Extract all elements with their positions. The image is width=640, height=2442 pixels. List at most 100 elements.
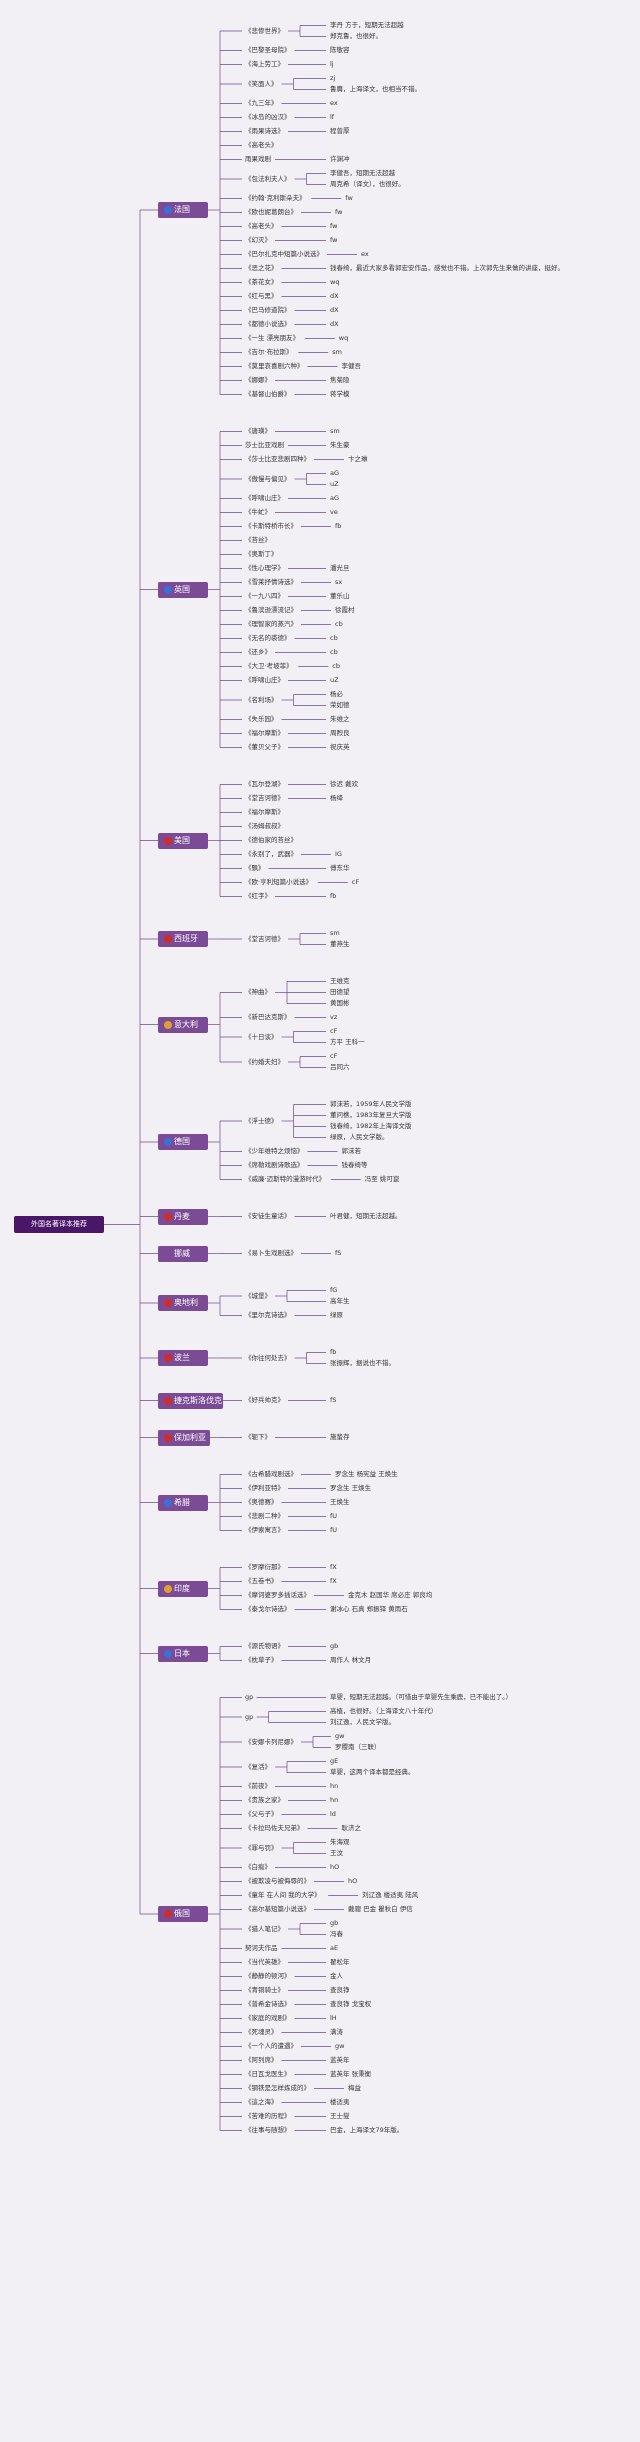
book-title[interactable]: gp xyxy=(245,1693,254,1701)
country-node[interactable]: 希腊 xyxy=(158,1494,208,1511)
book-title[interactable]: 《巴马修道院》 xyxy=(245,306,291,314)
book-title[interactable]: 《复活》 xyxy=(245,1762,271,1771)
book-title[interactable]: 《永别了，武器》 xyxy=(245,850,297,858)
book-title[interactable]: 《贵族之家》 xyxy=(245,1796,284,1804)
book-title[interactable]: 《幻灭》 xyxy=(245,236,271,244)
book-title[interactable]: 《伊索寓言》 xyxy=(245,1526,284,1534)
book-title[interactable]: 《冰岛的凶汉》 xyxy=(245,113,291,121)
book-title[interactable]: 《家庭的戏剧》 xyxy=(245,2014,291,2022)
book-title[interactable]: 《红字》 xyxy=(245,892,271,900)
book-title[interactable]: 《伊利亚特》 xyxy=(245,1484,284,1492)
book-title[interactable]: 莎士比亚戏剧 xyxy=(245,441,284,449)
book-title[interactable]: 《這之海》 xyxy=(245,2098,278,2106)
country-node[interactable]: 捷克斯洛伐克 xyxy=(158,1392,223,1409)
book-title[interactable]: 《福尔摩斯》 xyxy=(245,729,284,737)
book-title[interactable]: 《海上劳工》 xyxy=(245,60,284,68)
country-node[interactable]: 波兰 xyxy=(158,1350,208,1366)
root-node[interactable]: 外国名著译本推荐 xyxy=(14,1216,104,1233)
book-title[interactable]: 《董贝父子》 xyxy=(245,743,284,751)
book-title[interactable]: 《理智家的蒸汽》 xyxy=(245,620,297,628)
book-title[interactable]: 《德伯家的苔丝》 xyxy=(245,836,297,844)
book-title[interactable]: 《包法利夫人》 xyxy=(245,174,291,183)
book-title[interactable]: 《易卜生戏剧选》 xyxy=(245,1249,297,1257)
book-title[interactable]: 《苔丝》 xyxy=(245,536,271,544)
book-title[interactable]: 《泰戈尔诗选》 xyxy=(245,1605,291,1613)
book-title[interactable]: 《高尔基短篇小说选》 xyxy=(245,1905,310,1913)
country-node[interactable]: 挪威 xyxy=(158,1245,208,1262)
country-node[interactable]: 奥地利 xyxy=(158,1295,208,1311)
book-title[interactable]: 《轭下》 xyxy=(245,1433,271,1441)
book-title[interactable]: 《红与黑》 xyxy=(245,292,278,300)
book-title[interactable]: 《罪与罚》 xyxy=(245,1843,278,1852)
book-title[interactable]: 雨果戏剧 xyxy=(245,155,271,163)
book-title[interactable]: 《飘》 xyxy=(245,864,265,872)
book-title[interactable]: 《威廉·迈斯特的漫游时代》 xyxy=(245,1175,326,1183)
book-title[interactable]: 《源氏物语》 xyxy=(245,1642,284,1650)
country-node[interactable]: 印度 xyxy=(158,1580,208,1597)
country-node[interactable]: 美国 xyxy=(158,832,208,849)
book-title[interactable]: 《还乡》 xyxy=(245,648,271,656)
country-node[interactable]: 俄国 xyxy=(158,1906,208,1922)
book-title[interactable]: 《前夜》 xyxy=(245,1782,271,1790)
book-title[interactable]: 《约婚夫妇》 xyxy=(245,1057,284,1066)
book-title[interactable]: 《卡拉玛佐夫兄弟》 xyxy=(245,1824,304,1832)
book-title[interactable]: 《父与子》 xyxy=(245,1810,278,1818)
book-title[interactable]: 《安徒生童话》 xyxy=(245,1212,291,1220)
book-title[interactable]: 《一九八四》 xyxy=(245,592,284,600)
book-title[interactable]: 《名利场》 xyxy=(245,695,278,704)
book-title[interactable]: 《约翰·克利斯朵夫》 xyxy=(245,194,306,202)
book-title[interactable]: 《童年 在人间 我的大学》 xyxy=(245,1891,321,1899)
book-title[interactable]: 《性心理学》 xyxy=(245,564,284,572)
book-title[interactable]: gp xyxy=(245,1712,254,1721)
country-node[interactable]: 西班牙 xyxy=(158,931,208,947)
book-title[interactable]: 《瓦尔登湖》 xyxy=(245,780,284,788)
book-title[interactable]: 《欧也妮葛朗台》 xyxy=(245,208,297,216)
book-title[interactable]: 《巴尔扎克中短篇小说选》 xyxy=(245,250,323,258)
book-title[interactable]: 《笑面人》 xyxy=(245,79,278,88)
country-node[interactable]: 日本 xyxy=(158,1645,208,1662)
book-title[interactable]: 《十日谈》 xyxy=(245,1032,278,1041)
book-title[interactable]: 《无名的裘德》 xyxy=(245,634,291,642)
book-title[interactable]: 《都德小说选》 xyxy=(245,320,291,328)
book-title[interactable]: 《九三年》 xyxy=(245,99,278,107)
book-title[interactable]: 《吉尔·布拉斯》 xyxy=(245,348,293,356)
book-title[interactable]: 《普希金诗选》 xyxy=(245,2000,291,2008)
book-title[interactable]: 《五卷书》 xyxy=(245,1577,278,1585)
book-title[interactable]: 《悲惨世界》 xyxy=(245,26,284,35)
book-title[interactable]: 契诃夫作品 xyxy=(245,1944,278,1952)
book-title[interactable]: 《里尔克诗选》 xyxy=(245,1311,291,1319)
book-title[interactable]: 《堂吉诃德》 xyxy=(245,794,284,802)
book-title[interactable]: 《静静的顿河》 xyxy=(245,1972,291,1980)
book-title[interactable]: 《高老头》 xyxy=(245,222,278,230)
book-title[interactable]: 《莎士比亚悲剧四种》 xyxy=(245,455,310,463)
book-title[interactable]: 《猎人笔记》 xyxy=(245,1924,284,1933)
book-title[interactable]: 《牛虻》 xyxy=(245,508,271,516)
book-title[interactable]: 《城堡》 xyxy=(245,1291,271,1300)
book-title[interactable]: 《鲁滨逊漂流记》 xyxy=(245,606,297,614)
book-title[interactable]: 《苦难的历程》 xyxy=(245,2112,291,2120)
book-title[interactable]: 《呼啸山庄》 xyxy=(245,494,284,502)
book-title[interactable]: 《日瓦戈医生》 xyxy=(245,2070,291,2078)
book-title[interactable]: 《恶之花》 xyxy=(245,264,278,272)
book-title[interactable]: 《新巴达克斯》 xyxy=(245,1013,291,1021)
book-title[interactable]: 《席勒戏剧诗歌选》 xyxy=(245,1161,304,1169)
book-title[interactable]: 《欧·亨利短篇小说选》 xyxy=(245,878,313,886)
book-title[interactable]: 《白痴》 xyxy=(245,1863,271,1871)
book-title[interactable]: 《一生 漂亮朋友》 xyxy=(245,334,300,342)
book-title[interactable]: 《当代英雄》 xyxy=(245,1958,284,1966)
book-title[interactable]: 《奥德赛》 xyxy=(245,1498,278,1506)
book-title[interactable]: 《往事与随想》 xyxy=(245,2126,291,2134)
book-title[interactable]: 《钢铁是怎样炼成的》 xyxy=(245,2084,310,2092)
book-title[interactable]: 《失乐园》 xyxy=(245,715,278,723)
book-title[interactable]: 《唐璜》 xyxy=(245,427,271,435)
book-title[interactable]: 《娜娜》 xyxy=(245,376,271,384)
country-node[interactable]: 意大利 xyxy=(158,1016,208,1033)
book-title[interactable]: 《呼啸山庄》 xyxy=(245,676,284,684)
book-title[interactable]: 《大卫·考坡菲》 xyxy=(245,662,293,670)
book-title[interactable]: 《青铜骑士》 xyxy=(245,1986,284,1994)
book-title[interactable]: 《浮士德》 xyxy=(245,1116,278,1125)
country-node[interactable]: 丹麦 xyxy=(158,1208,208,1225)
book-title[interactable]: 《安娜卡列尼娜》 xyxy=(245,1737,297,1746)
book-title[interactable]: 《死魂灵》 xyxy=(245,2028,278,2036)
book-title[interactable]: 《枕草子》 xyxy=(245,1656,278,1664)
